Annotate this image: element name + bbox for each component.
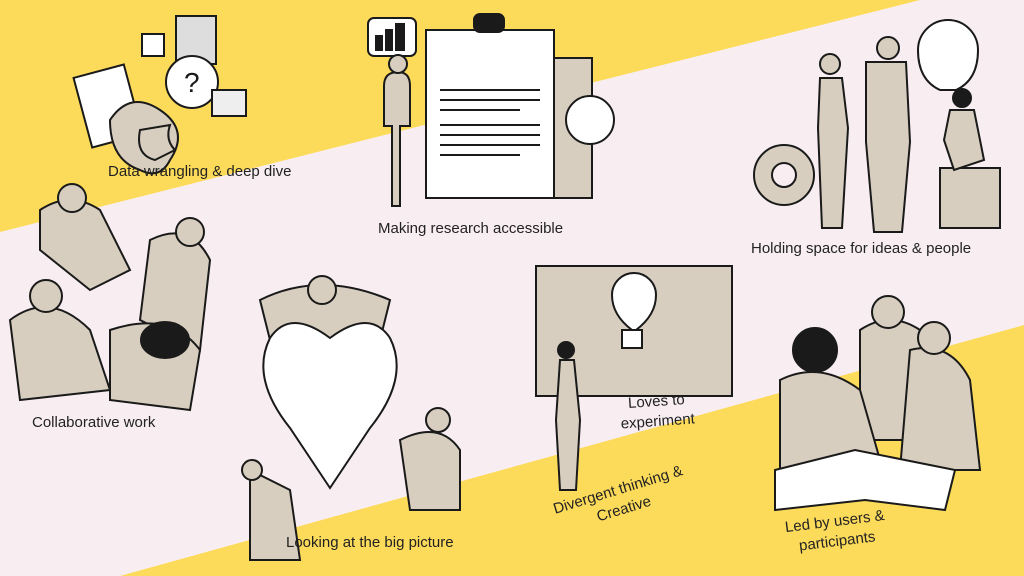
label-collaborative: Collaborative work <box>32 414 156 431</box>
label-holding-space: Holding space for ideas & people <box>751 240 972 257</box>
label-data-wrangling: Data wrangling & deep dive <box>108 163 292 180</box>
label-research-accessible: Making research accessible <box>378 220 564 237</box>
svg-text:?: ? <box>184 67 200 98</box>
big-picture-illustration <box>241 275 461 561</box>
holding-space-illustration <box>753 19 1001 233</box>
research-accessible-illustration <box>367 13 615 207</box>
led-by-users-illustration <box>774 295 982 512</box>
experiment-illustration <box>535 265 733 491</box>
label-experiment: Loves to experiment <box>619 389 696 434</box>
collaborative-work-illustration <box>8 183 212 412</box>
label-big-picture: Looking at the big picture <box>286 534 454 551</box>
data-wrangling-illustration: ? <box>72 15 247 175</box>
